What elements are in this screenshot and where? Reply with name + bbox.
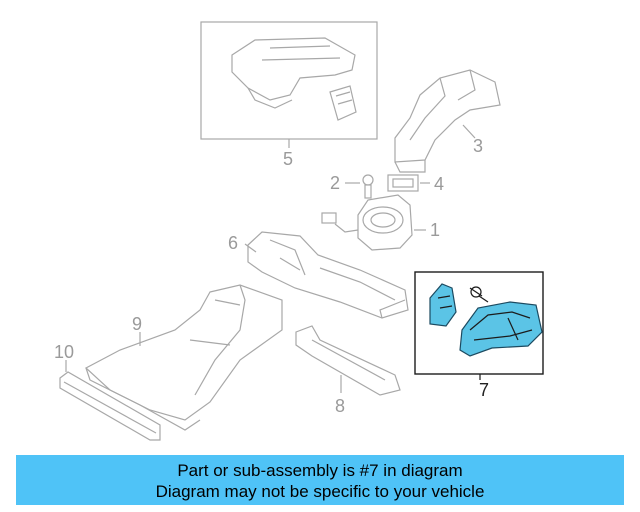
parts-diagram: 1 2 3 4 5 6 7 8 9 10 bbox=[54, 21, 544, 441]
part-9-group[interactable] bbox=[84, 284, 283, 431]
part-3-duct bbox=[394, 69, 501, 163]
banner-line-part-number: Part or sub-assembly is #7 in diagram bbox=[177, 461, 463, 480]
callout-3: 3 bbox=[473, 136, 483, 156]
part-7-duct bbox=[459, 301, 543, 357]
part-8-group[interactable] bbox=[295, 325, 401, 396]
part-8-duct bbox=[295, 325, 401, 396]
part-6-group[interactable] bbox=[244, 231, 409, 319]
callout-6: 6 bbox=[228, 233, 238, 253]
callout-5: 5 bbox=[283, 149, 293, 169]
callout-9: 9 bbox=[132, 314, 142, 334]
part-5-group[interactable] bbox=[200, 21, 378, 148]
part-7-box bbox=[414, 271, 544, 375]
part-10-strip bbox=[59, 371, 161, 441]
part-2-group[interactable] bbox=[345, 174, 374, 199]
part-9-duct bbox=[84, 284, 283, 421]
callout-2: 2 bbox=[330, 173, 340, 193]
callout-7: 7 bbox=[479, 380, 489, 400]
part-1-group[interactable] bbox=[321, 194, 426, 251]
part-3-group[interactable] bbox=[394, 69, 501, 173]
part-2-screw-head bbox=[362, 174, 374, 186]
callout-10: 10 bbox=[54, 342, 74, 362]
callout-1: 1 bbox=[430, 220, 440, 240]
part-7-screw bbox=[469, 286, 489, 303]
info-banner: Part or sub-assembly is #7 in diagram Di… bbox=[16, 455, 624, 505]
part-7-clip bbox=[429, 283, 457, 327]
callout-4: 4 bbox=[434, 174, 444, 194]
part-7-group[interactable] bbox=[414, 271, 544, 380]
part-6-duct bbox=[247, 231, 409, 319]
part-10-group[interactable] bbox=[59, 360, 161, 441]
banner-line-disclaimer: Diagram may not be specific to your vehi… bbox=[155, 482, 485, 501]
callout-8: 8 bbox=[335, 396, 345, 416]
part-4-group[interactable] bbox=[387, 174, 430, 192]
part-5-duct bbox=[231, 37, 356, 101]
